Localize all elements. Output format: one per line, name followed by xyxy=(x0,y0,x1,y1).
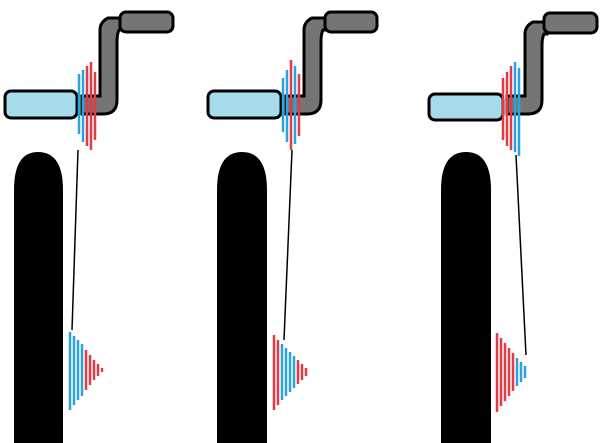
light-blue-block xyxy=(3,89,79,120)
black-bar xyxy=(217,152,267,443)
connector-line xyxy=(71,149,79,331)
lower-stripes xyxy=(495,333,527,412)
gray-top-block xyxy=(323,10,379,34)
gray-crank xyxy=(284,16,328,116)
connector-line xyxy=(515,154,527,356)
lower-stripes xyxy=(68,332,104,410)
connector-line xyxy=(283,149,293,341)
gray-top-block xyxy=(118,10,175,34)
light-blue-block xyxy=(427,92,505,122)
light-blue-block xyxy=(206,89,283,120)
black-bar xyxy=(14,152,63,443)
gray-top-block xyxy=(542,11,599,35)
gray-crank xyxy=(505,20,549,116)
black-bar xyxy=(441,152,491,443)
upper-stripes xyxy=(501,62,521,156)
panel-3 xyxy=(427,11,599,443)
panel-2 xyxy=(206,10,379,443)
gray-crank xyxy=(80,16,124,116)
lower-stripes xyxy=(272,335,308,410)
upper-stripes xyxy=(77,62,97,150)
upper-stripes xyxy=(281,60,301,150)
panel-1 xyxy=(3,10,175,443)
